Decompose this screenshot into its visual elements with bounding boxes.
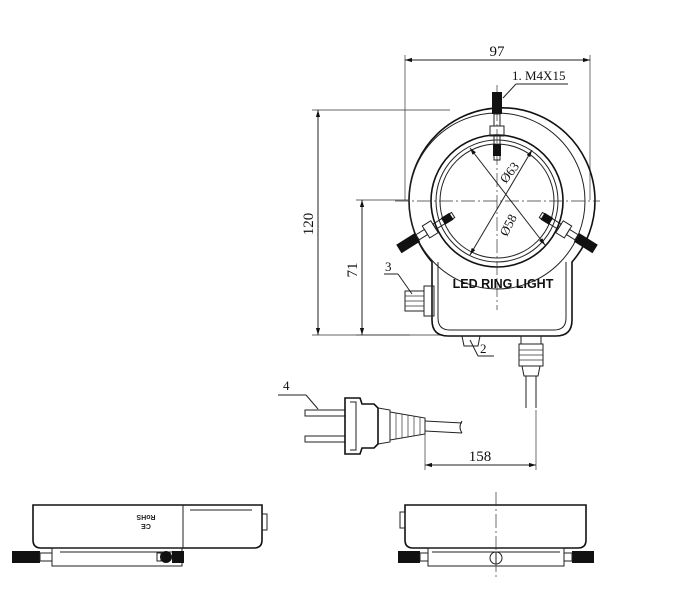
inner-diameter-label: Ø58 <box>496 212 520 239</box>
height-dimension-label: 120 <box>301 213 317 236</box>
dimmer-knob <box>404 285 435 317</box>
part-4-label: 4 <box>283 378 290 393</box>
product-label: LED RING LIGHT <box>453 277 554 291</box>
screw-callout-label: 1. M4X15 <box>512 68 565 83</box>
top-screw <box>489 92 505 161</box>
switch <box>461 335 481 347</box>
width-dimension-label: 97 <box>490 44 506 60</box>
front-view: 97 120 71 Ø63 Ø58 <box>301 44 600 408</box>
part-2-label: 2 <box>480 341 487 356</box>
cable-length-label: 158 <box>469 449 492 465</box>
cable-gland <box>518 335 544 408</box>
back-view <box>398 492 594 580</box>
power-plug: 4 <box>278 378 463 455</box>
right-screw <box>538 211 598 254</box>
ce-mark: CE <box>141 522 151 529</box>
rohs-mark: RoHS <box>136 513 155 520</box>
lower-height-dimension-label: 71 <box>345 263 361 278</box>
outer-diameter-label: Ø63 <box>497 159 523 186</box>
part-3-label: 3 <box>385 259 392 274</box>
side-view: RoHS CE <box>12 504 268 567</box>
left-screw <box>396 211 456 254</box>
